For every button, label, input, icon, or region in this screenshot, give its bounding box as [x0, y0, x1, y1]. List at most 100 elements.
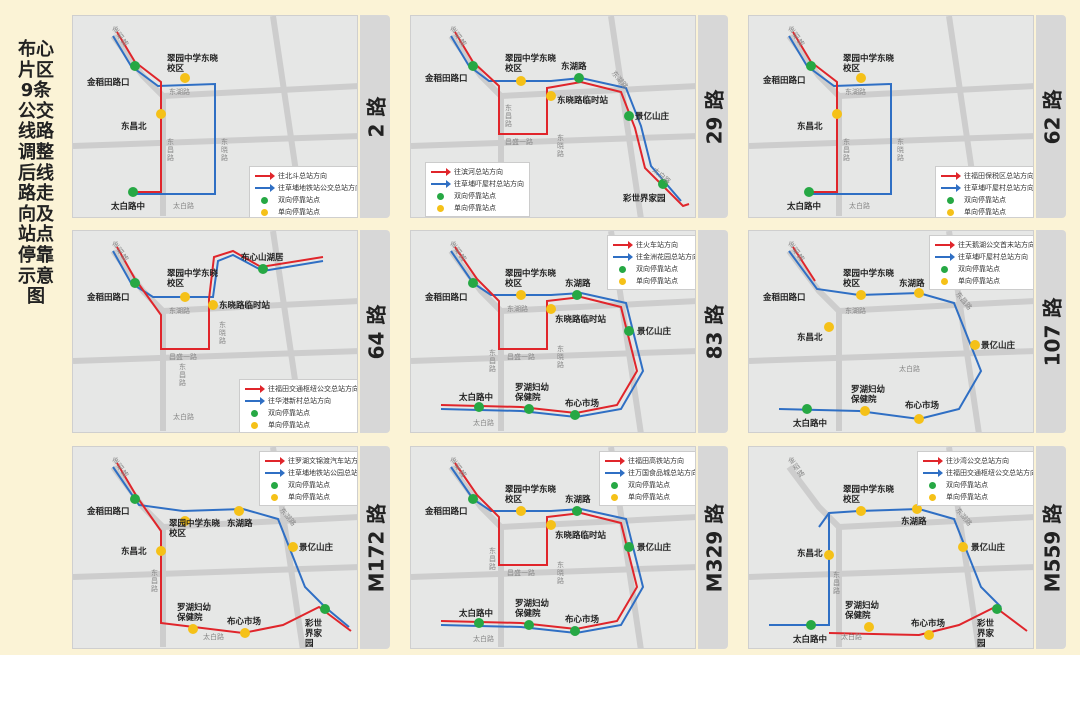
- tab-route-M559[interactable]: M559 路: [1036, 446, 1066, 649]
- label-csj: 彩世界家园: [305, 619, 323, 649]
- road-dc: 东昌路: [151, 569, 158, 593]
- route-map-29: 金稻田路口 翠园中学东晓校区 东湖路 东晓路临时站 景亿山庄 彩世界家园 东昌路…: [410, 15, 696, 218]
- road-tb: 太白路: [473, 635, 494, 643]
- stop-lhf: [188, 624, 198, 634]
- road-cy: 昌盛一路: [169, 353, 197, 361]
- stop-jdt: [130, 494, 140, 504]
- label-jdt: 金稻田路口: [763, 293, 806, 303]
- legend-red: 往福田交通枢纽公交总站方向: [245, 383, 357, 395]
- road-tb: 太白路: [473, 419, 494, 427]
- label-lhf: 罗湖妇幼保健院: [845, 601, 880, 621]
- tab-route-2[interactable]: 2 路: [360, 15, 390, 218]
- tab-route-M172[interactable]: M172 路: [360, 446, 390, 649]
- label-jys: 景亿山庄: [635, 112, 670, 122]
- tab-route-M329[interactable]: M329 路: [698, 446, 728, 649]
- legend-M559: 往沙湾公交总站方向 往福田交通枢纽公交总站方向 双向停靠站点 单向停靠站点: [917, 451, 1033, 506]
- legend-both: 双向停靠站点: [245, 407, 357, 419]
- stop-tbz: [806, 620, 816, 630]
- legend-red: 往滨河总站方向: [431, 166, 524, 178]
- label-bxs: 布心山湖居: [241, 253, 284, 263]
- label-bxs: 布心市场: [905, 401, 940, 411]
- stop-jdt: [468, 494, 478, 504]
- legend-both: 双向停靠站点: [935, 263, 1033, 275]
- label-bxs: 布心市场: [565, 615, 600, 625]
- legend-blue: 往草埔吓屋村总站方向: [941, 182, 1033, 194]
- stop-lhf: [864, 622, 874, 632]
- legend-one: 单向停靠站点: [431, 202, 524, 214]
- label-dxl: 东晓路临时站: [555, 531, 607, 541]
- legend-both: 双向停靠站点: [265, 479, 357, 491]
- road-cy: 昌盛一路: [507, 569, 535, 577]
- label-dxl: 东晓路临时站: [219, 301, 271, 311]
- stop-dhl: [572, 506, 582, 516]
- stop-dxl: [546, 520, 556, 530]
- route-panel-M329[interactable]: 金稻田路口 翠园中学东晓校区 东湖路 东晓路临时站 景亿山庄 太白路中 罗湖妇幼…: [410, 446, 728, 649]
- label-dhl: 东湖路: [227, 519, 253, 529]
- legend-one: 单向停靠站点: [613, 275, 695, 287]
- route-map-2: 金稻田路口 翠园中学东晓校区 东昌北 太白路中 东湖路 东昌路 东晓路 太白路 …: [72, 15, 358, 218]
- label-tbz: 太白路中: [793, 635, 828, 645]
- label-tbz: 太白路中: [459, 609, 494, 619]
- stop-lhf: [524, 620, 534, 630]
- stop-cyz: [180, 516, 190, 526]
- label-jys: 景亿山庄: [637, 543, 672, 553]
- route-map-83: 金稻田路口 翠园中学东晓校区 东湖路 东晓路临时站 景亿山庄 太白路中 罗湖妇幼…: [410, 230, 696, 433]
- stop-jdt: [468, 61, 478, 71]
- stop-cyz: [180, 73, 190, 83]
- stop-bxs: [570, 626, 580, 636]
- route-panel-62[interactable]: 金稻田路口 翠园中学东晓校区 东昌北 太白路中 东湖路 东昌路 东晓路 太白路 …: [748, 15, 1066, 218]
- legend-both: 双向停靠站点: [431, 190, 524, 202]
- stop-cyz: [516, 290, 526, 300]
- tab-route-107[interactable]: 107 路: [1036, 230, 1066, 433]
- tab-route-64[interactable]: 64 路: [360, 230, 390, 433]
- route-panel-83[interactable]: 金稻田路口 翠园中学东晓校区 东湖路 东晓路临时站 景亿山庄 太白路中 罗湖妇幼…: [410, 230, 728, 433]
- label-dhl: 东湖路: [901, 517, 927, 527]
- legend-red: 往沙湾公交总站方向: [923, 455, 1033, 467]
- label-dxl: 东晓路临时站: [557, 96, 609, 106]
- route-map-M172: 金稻田路口 翠园中学东晓校区 东湖路 东昌北 景亿山庄 罗湖妇幼保健院 布心市场…: [72, 446, 358, 649]
- route-panel-29[interactable]: 金稻田路口 翠园中学东晓校区 东湖路 东晓路临时站 景亿山庄 彩世界家园 东昌路…: [410, 15, 728, 218]
- legend-blue: 往草埔吓屋村总站方向: [935, 251, 1033, 263]
- label-lhf: 罗湖妇幼保健院: [515, 383, 550, 403]
- stop-lhf: [860, 406, 870, 416]
- route-panel-64[interactable]: 金稻田路口 翠园中学东晓校区 东晓路临时站 布心山湖居 东湖路 昌盛一路 东昌路…: [72, 230, 390, 433]
- stop-bxs: [570, 410, 580, 420]
- route-panel-M559[interactable]: 翠园中学东晓校区 东湖路 东昌北 景亿山庄 罗湖妇幼保健院 布心市场 彩世界家园…: [748, 446, 1066, 649]
- legend-both: 双向停靠站点: [613, 263, 695, 275]
- stop-dhl: [574, 73, 584, 83]
- road-dc: 东昌路: [505, 104, 512, 128]
- stop-bxs: [258, 264, 268, 274]
- legend-both: 双向停靠站点: [605, 479, 695, 491]
- stop-jys: [624, 326, 634, 336]
- label-jys: 景亿山庄: [981, 341, 1016, 351]
- legend-blue: 往华港新村总站方向: [245, 395, 357, 407]
- legend-one: 单向停靠站点: [245, 419, 357, 431]
- label-dcb: 东昌北: [797, 549, 823, 559]
- road-dc: 东昌路: [179, 363, 186, 387]
- stop-jdt: [130, 61, 140, 71]
- stop-cyz: [516, 76, 526, 86]
- label-dhl: 东湖路: [565, 495, 591, 505]
- label-bxs: 布心市场: [565, 399, 600, 409]
- tab-route-62[interactable]: 62 路: [1036, 15, 1066, 218]
- legend-blue: 往草埔吓屋村总站方向: [431, 178, 524, 190]
- label-jdt: 金稻田路口: [425, 507, 468, 517]
- label-jdt: 金稻田路口: [425, 293, 468, 303]
- stop-lhf: [524, 404, 534, 414]
- tab-route-29[interactable]: 29 路: [698, 15, 728, 218]
- tab-route-83[interactable]: 83 路: [698, 230, 728, 433]
- road-tb: 太白路: [173, 413, 194, 421]
- route-panel-107[interactable]: 金稻田路口 翠园中学东晓校区 东湖路 东昌北 景亿山庄 罗湖妇幼保健院 布心市场…: [748, 230, 1066, 433]
- legend-blue: 往福田交通枢纽公交总站方向: [923, 467, 1033, 479]
- label-csj: 彩世界家园: [623, 194, 666, 204]
- road-tb: 太白路: [841, 633, 862, 641]
- route-panel-2[interactable]: 金稻田路口 翠园中学东晓校区 东昌北 太白路中 东湖路 东昌路 东晓路 太白路 …: [72, 15, 390, 218]
- legend-both: 双向停靠站点: [923, 479, 1033, 491]
- label-jdt: 金稻田路口: [87, 507, 130, 517]
- route-panel-M172[interactable]: 金稻田路口 翠园中学东晓校区 东湖路 东昌北 景亿山庄 罗湖妇幼保健院 布心市场…: [72, 446, 390, 649]
- legend-blue: 往草埔地铁站公园总站方向: [265, 467, 357, 479]
- legend-one: 单向停靠站点: [265, 491, 357, 503]
- label-jdt: 金稻田路口: [87, 78, 130, 88]
- road-dc: 东昌路: [167, 138, 174, 162]
- road-dc: 东昌路: [833, 571, 840, 595]
